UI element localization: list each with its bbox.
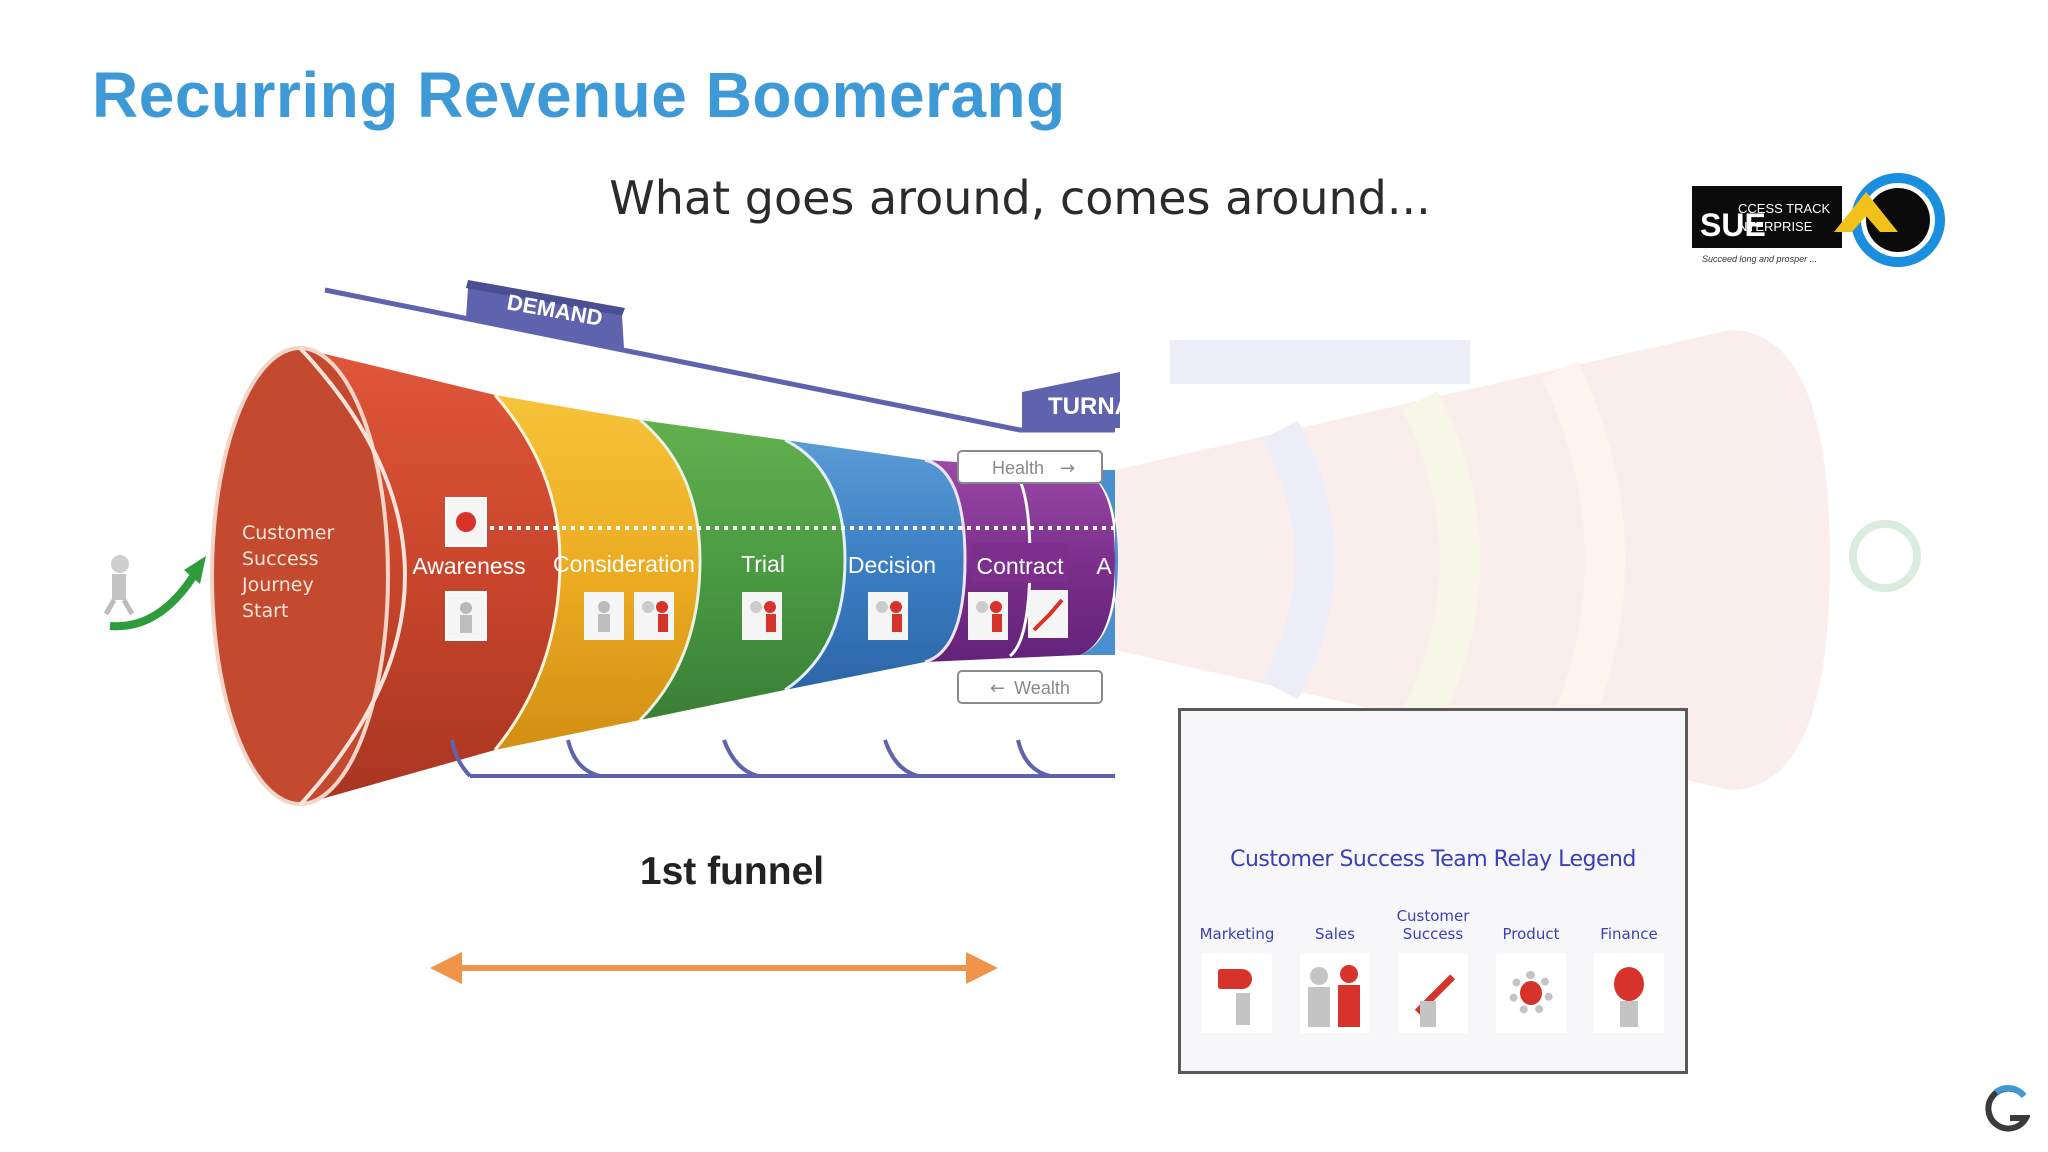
svg-text:Start: Start xyxy=(242,600,288,622)
legend-panel: Customer Success Team Relay Legend Marke… xyxy=(1178,708,1688,1074)
stage-role-icons xyxy=(445,497,1068,641)
health-badge: Health → xyxy=(957,450,1103,484)
legend-role-marketing: Marketing xyxy=(1193,901,1281,1033)
svg-text:Wealth: Wealth xyxy=(1014,678,1070,698)
svg-text:NTERPRISE: NTERPRISE xyxy=(1738,219,1813,234)
stage-label-a: A xyxy=(1096,553,1112,579)
stage-band-decision xyxy=(785,440,965,690)
wealth-badge: ← Wealth xyxy=(957,670,1103,704)
svg-text:Customer: Customer xyxy=(242,522,334,544)
funnel-caption: 1st funnel xyxy=(640,850,824,893)
subtitle: What goes around, comes around... xyxy=(609,171,1430,225)
logo-main-text: SUE xyxy=(1700,207,1766,243)
stage-label-awareness: Awareness xyxy=(412,553,525,579)
svg-text:→: → xyxy=(1060,458,1075,479)
stage-label-contract: Contract xyxy=(977,553,1065,579)
funnel-mouth xyxy=(212,348,388,804)
megaphone-icon xyxy=(1202,953,1272,1033)
gear-icon xyxy=(1496,953,1566,1033)
slide-title: Recurring Revenue Boomerang xyxy=(92,59,1066,131)
faded-second-funnel xyxy=(1115,330,1921,790)
turnaround-label: TURNA xyxy=(1048,393,1132,420)
turnaround-banner: TURNA xyxy=(1022,372,1132,430)
money-bag-icon xyxy=(1594,953,1664,1033)
stage-label-consideration: Consideration xyxy=(553,551,695,577)
company-logo: SUE CCESS TRACK NTERPRISE Succeed long a… xyxy=(1692,173,1945,267)
svg-text:Health: Health xyxy=(992,458,1044,478)
runner-start-icon xyxy=(103,555,206,631)
svg-text:Journey: Journey xyxy=(241,574,314,596)
return-line xyxy=(450,739,1115,778)
demand-banner: DEMAND xyxy=(324,280,1115,433)
range-arrow xyxy=(430,952,998,984)
legend-title: Customer Success Team Relay Legend xyxy=(1230,847,1636,872)
stage-label-decision: Decision xyxy=(848,552,936,578)
legend-role-product: Product xyxy=(1487,901,1575,1033)
legend-role-customer-success: Customer Success xyxy=(1389,901,1477,1033)
logo-tagline: Succeed long and prosper ... xyxy=(1702,254,1817,264)
legend-role-finance: Finance xyxy=(1585,901,1673,1033)
journey-start-label: Customer Success Journey Start xyxy=(241,522,334,622)
growth-arrow-icon xyxy=(1398,953,1468,1033)
stage-label-trial: Trial xyxy=(741,551,785,577)
funnel xyxy=(210,346,1118,807)
stage-band-consideration xyxy=(495,395,700,750)
legend-role-sales: Sales xyxy=(1291,901,1379,1033)
g-brand-icon xyxy=(1985,1085,2030,1132)
svg-text:Success: Success xyxy=(242,548,318,570)
legend-roles: Marketing Sales Customer Success Produ xyxy=(1193,901,1673,1033)
svg-text:CCESS TRACK: CCESS TRACK xyxy=(1738,201,1831,216)
handshake-icon xyxy=(1300,953,1370,1033)
svg-text:←: ← xyxy=(990,678,1005,699)
stage-band-a xyxy=(1080,470,1118,655)
